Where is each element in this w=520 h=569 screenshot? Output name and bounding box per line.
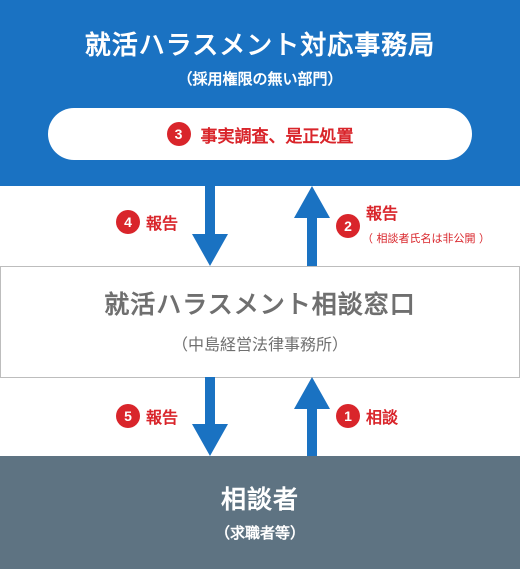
step2-label: 報告 <box>366 204 399 223</box>
response-office-block: 就活ハラスメント対応事務局 （採用権限の無い部門） 3 事実調査、是正処置 <box>0 0 520 186</box>
step5-label-group: 5 報告 <box>116 404 178 428</box>
response-office-title: 就活ハラスメント対応事務局 <box>84 31 436 61</box>
step3-pill: 3 事実調査、是正処置 <box>48 108 472 160</box>
consultation-desk-title: 就活ハラスメント相談窓口 <box>104 290 416 319</box>
step4-label: 報告 <box>146 214 179 233</box>
step2-number-badge: 2 <box>336 214 360 238</box>
step1-number-badge: 1 <box>336 404 360 428</box>
consulter-subtitle: （求職者等） <box>214 524 305 542</box>
consultation-desk-block: 就活ハラスメント相談窓口 （中島経営法律事務所） <box>0 266 520 378</box>
step5-number-badge: 5 <box>116 404 140 428</box>
step4-number-badge: 4 <box>116 210 140 234</box>
step1-label: 相談 <box>366 408 399 427</box>
step3-label: 事実調査、是正処置 <box>200 126 354 147</box>
consulter-title: 相談者 <box>220 485 299 514</box>
consultation-desk-subtitle: （中島経営法律事務所） <box>171 335 348 354</box>
step1-label-group: 1 相談 <box>336 404 398 428</box>
up-arrow-step1 <box>294 377 330 456</box>
up-arrow-step2 <box>294 186 330 266</box>
down-arrow-step4 <box>192 186 228 266</box>
step2-label-group: 2 報告 <box>336 200 398 238</box>
step3-number-badge: 3 <box>166 122 191 146</box>
response-office-subtitle: （採用権限の無い部門） <box>177 70 343 88</box>
down-arrow-step5 <box>192 377 228 456</box>
step5-label: 報告 <box>146 408 179 427</box>
step2-note: （ 相談者氏名は非公開 ） <box>362 232 490 245</box>
step4-label-group: 4 報告 <box>116 210 178 234</box>
consulter-block: 相談者 （求職者等） <box>0 456 520 569</box>
